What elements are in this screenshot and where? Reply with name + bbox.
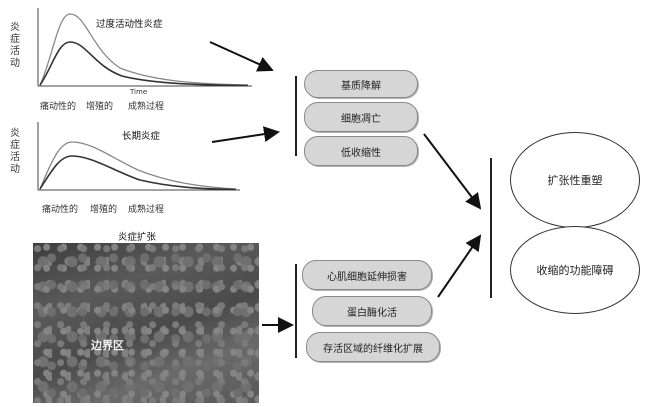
- photo-title: 炎症扩张: [118, 232, 157, 243]
- mid-chart-phase-3: 成熟过程: [128, 205, 165, 215]
- top-chart-ylabel: 炎症活动: [10, 22, 20, 69]
- arrow-mid-chart: [211, 126, 280, 143]
- top-chart-axes: [37, 8, 252, 87]
- outcome-contractile-dysfunction: 收缩的功能障碍: [510, 226, 640, 314]
- outcome-dilatative-remodeling: 扩张性重塑: [510, 132, 640, 228]
- process-low-contractility: 低收缩性: [304, 136, 418, 166]
- mid-chart-phase-2: 增殖的: [90, 205, 118, 215]
- histology-image: 边界区: [33, 243, 259, 403]
- process-matrix-degradation: 基质降解: [304, 70, 418, 98]
- top-chart-phase-1: 痛动性的: [40, 102, 77, 112]
- top-chart-curve-inner: [39, 41, 249, 87]
- mid-chart-ylabel: 炎症活动: [10, 128, 20, 175]
- top-chart-phase-2: 增殖的: [86, 102, 114, 112]
- mid-chart-title: 长期炎症: [122, 131, 161, 142]
- arrow-to-outcome-top: [423, 133, 482, 210]
- border-zone-label: 边界区: [91, 339, 124, 352]
- top-chart-phase-3: 成熟过程: [128, 102, 165, 112]
- arrow-top-chart: [209, 41, 274, 72]
- mid-chart-axes: [37, 122, 240, 191]
- top-chart-curve-outer: [39, 13, 249, 86]
- process-apoptosis: 细胞凋亡: [304, 102, 418, 132]
- process-protease-activation: 蛋白酶化活: [312, 296, 432, 326]
- mid-chart-curve-outer: [39, 141, 237, 190]
- arrow-to-outcome-bottom: [437, 234, 482, 298]
- process-fibrosis-expansion: 存活区域的纤维化扩展: [306, 332, 440, 362]
- process-myocyte-stretch: 心肌细胞延伸损害: [302, 260, 432, 290]
- mid-chart-curve-inner: [39, 155, 237, 191]
- mid-chart-phase-1: 痛动性的: [42, 205, 79, 215]
- top-chart-title: 过度活动性炎症: [96, 19, 163, 30]
- top-chart-xaxis-label: Time: [130, 88, 148, 96]
